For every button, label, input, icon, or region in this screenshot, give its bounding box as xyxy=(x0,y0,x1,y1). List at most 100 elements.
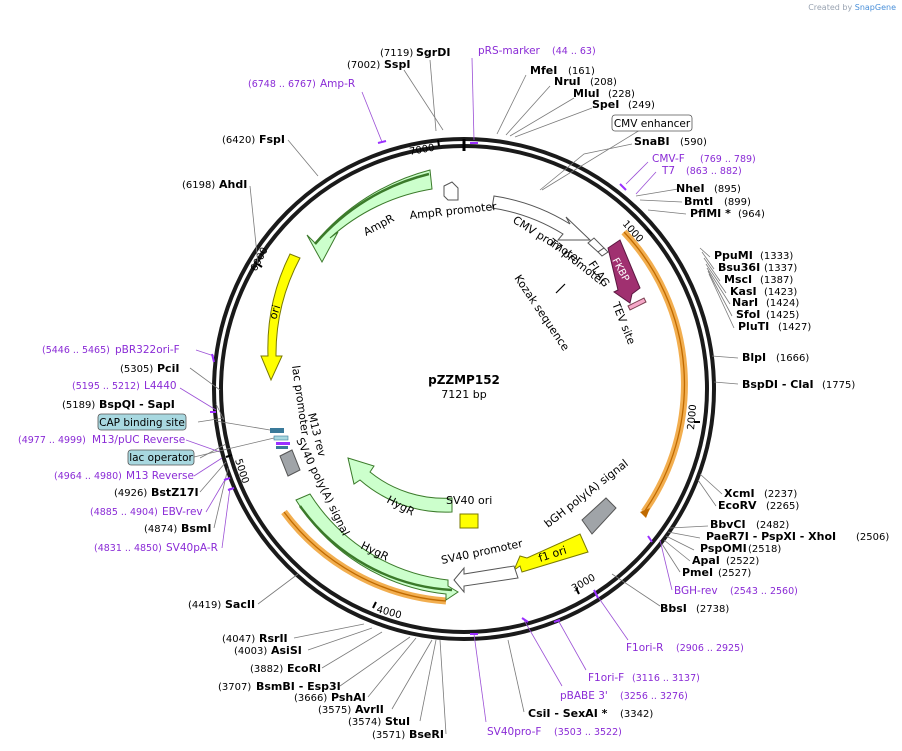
snabi-name[interactable]: SnaBI xyxy=(634,135,670,148)
blpi-pos: (1666) xyxy=(776,353,809,364)
bspdi-clai-name[interactable]: BspDI - ClaI xyxy=(742,378,814,391)
orange-arrowhead xyxy=(640,508,650,518)
rsrii-pos: (4047) xyxy=(222,634,255,645)
kozak-mark xyxy=(555,283,566,294)
ecori-name[interactable]: EcoRI xyxy=(287,662,321,675)
tick-2000: 2000 xyxy=(686,404,699,430)
primer-labels: pRS-marker (44 .. 63) (6748 .. 6767) Amp… xyxy=(18,45,798,738)
bsmi-name[interactable]: BsmI xyxy=(181,522,212,535)
sfoi-name[interactable]: SfoI xyxy=(736,308,760,321)
nrui-pos: (208) xyxy=(590,77,617,88)
hygr-inner-arrow xyxy=(347,457,453,513)
fspi-name[interactable]: FspI xyxy=(259,133,285,146)
tick-marks xyxy=(225,139,700,609)
sv40pro-f-name[interactable]: SV40pro-F xyxy=(487,726,541,738)
asisi-name[interactable]: AsiSI xyxy=(271,644,302,657)
bsu36i-name[interactable]: Bsu36I xyxy=(718,261,760,274)
tick-3000: 3000 xyxy=(570,572,598,594)
blpi-name[interactable]: BlpI xyxy=(742,351,766,364)
cmv-enhancer-box[interactable] xyxy=(611,114,693,132)
pbabe3-name[interactable]: pBABE 3' xyxy=(560,690,608,702)
prs-marker-name[interactable]: pRS-marker xyxy=(478,45,541,57)
bseri-name[interactable]: BseRI xyxy=(409,728,444,741)
avrii-name[interactable]: AvrII xyxy=(355,703,384,716)
paer7i-name[interactable]: PaeR7I - PspXI - XhoI xyxy=(706,530,836,543)
nari-name[interactable]: NarI xyxy=(732,296,758,309)
sv40pa-r-name[interactable]: SV40pA-R xyxy=(166,542,218,554)
mfei-name[interactable]: MfeI xyxy=(530,64,557,77)
sv40pa-r-range: (4831 .. 4850) xyxy=(94,543,162,554)
ori-arrow xyxy=(260,253,301,382)
xcmi-pos: (2237) xyxy=(764,489,797,500)
apai-pos: (2522) xyxy=(726,556,759,567)
cmv-f-name[interactable]: CMV-F xyxy=(652,153,685,165)
ecorv-name[interactable]: EcoRV xyxy=(718,499,757,512)
ahdi-name[interactable]: AhdI xyxy=(219,178,247,191)
m13puc-name[interactable]: M13/pUC Reverse xyxy=(92,434,185,446)
pmei-name[interactable]: PmeI xyxy=(682,566,713,579)
pmei-pos: (2527) xyxy=(718,568,751,579)
plasmid-name: pZZMP152 xyxy=(428,373,500,387)
ppumi-name[interactable]: PpuMI xyxy=(714,249,753,262)
tev-site-mark xyxy=(627,297,647,311)
sspi-name[interactable]: SspI xyxy=(384,58,410,71)
bsmbi-name[interactable]: BsmBI - Esp3I xyxy=(256,680,341,693)
ampr-arrow xyxy=(306,169,433,264)
mlui-pos: (228) xyxy=(608,89,635,100)
sv40-promoter-label: SV40 promoter xyxy=(440,537,524,567)
mlui-name[interactable]: MluI xyxy=(573,87,600,100)
pluti-name[interactable]: PluTI xyxy=(738,320,769,333)
pflmi-name[interactable]: PflMI * xyxy=(690,207,731,220)
bmti-name[interactable]: BmtI xyxy=(684,195,713,208)
apai-name[interactable]: ApaI xyxy=(692,554,720,567)
bbsi-name[interactable]: BbsI xyxy=(660,602,687,615)
pspomi-name[interactable]: PspOMI xyxy=(700,542,747,555)
pbr322ori-f-name[interactable]: pBR322ori-F xyxy=(115,344,180,356)
bbvci-name[interactable]: BbvCI xyxy=(710,518,746,531)
ppumi-pos: (1333) xyxy=(760,251,793,262)
ampr-label: AmpR xyxy=(361,212,396,239)
spei-name[interactable]: SpeI xyxy=(592,98,619,111)
l4440-name[interactable]: L4440 xyxy=(144,380,177,392)
nhei-name[interactable]: NheI xyxy=(676,182,705,195)
enzyme-labels: (7119) SgrDI (7002) SspI MfeI (161) NruI… xyxy=(62,46,889,741)
stui-pos: (3574) xyxy=(348,717,381,728)
pshai-name[interactable]: PshAI xyxy=(331,691,366,704)
lac-promoter-mark xyxy=(276,446,288,449)
f1ori-f-name[interactable]: F1ori-F xyxy=(588,672,624,684)
m13rev-name[interactable]: M13 Reverse xyxy=(126,470,194,482)
rsrii-name[interactable]: RsrII xyxy=(259,632,288,645)
t7-name[interactable]: T7 xyxy=(661,165,675,177)
cmv-promoter-arrow xyxy=(491,195,592,241)
l4440-range: (5195 .. 5212) xyxy=(72,381,140,392)
lac-operator-box[interactable] xyxy=(127,449,195,466)
cmv-f-range: (769 .. 789) xyxy=(700,154,756,165)
bstz17i-name[interactable]: BstZ17I xyxy=(151,486,199,499)
csii-sexai-name[interactable]: CsiI - SexAI * xyxy=(528,707,608,720)
sgrdi-name[interactable]: SgrDI xyxy=(416,46,450,59)
f1ori-r-name[interactable]: F1ori-R xyxy=(626,642,663,654)
kasi-name[interactable]: KasI xyxy=(730,285,757,298)
ebv-rev-range: (4885 .. 4904) xyxy=(90,507,158,518)
bspqi-name[interactable]: BspQI - SapI xyxy=(99,398,175,411)
avrii-pos: (3575) xyxy=(318,705,351,716)
boxed-labels: CMV enhancer CAP binding site lac operat… xyxy=(97,114,693,466)
stui-name[interactable]: StuI xyxy=(385,715,410,728)
enzyme-leader-lines xyxy=(189,59,739,735)
cap-binding-mark xyxy=(270,428,284,433)
sv40-polya-mark xyxy=(279,449,301,477)
m13rev-range: (4964 .. 4980) xyxy=(54,471,122,482)
cap-binding-box[interactable] xyxy=(97,413,187,431)
plasmid-size: 7121 bp xyxy=(441,388,486,401)
nrui-name[interactable]: NruI xyxy=(554,75,581,88)
sv40pro-f-range: (3503 .. 3522) xyxy=(554,727,622,738)
xcmi-name[interactable]: XcmI xyxy=(724,487,755,500)
pcii-name[interactable]: PciI xyxy=(157,362,179,375)
amp-r-name[interactable]: Amp-R xyxy=(320,78,355,90)
bgh-rev-name[interactable]: BGH-rev xyxy=(674,585,718,597)
bgh-rev-range: (2543 .. 2560) xyxy=(730,586,798,597)
bsu36i-pos: (1337) xyxy=(764,263,797,274)
ebv-rev-name[interactable]: EBV-rev xyxy=(162,506,203,518)
msci-name[interactable]: MscI xyxy=(724,273,752,286)
sacii-name[interactable]: SacII xyxy=(225,598,255,611)
